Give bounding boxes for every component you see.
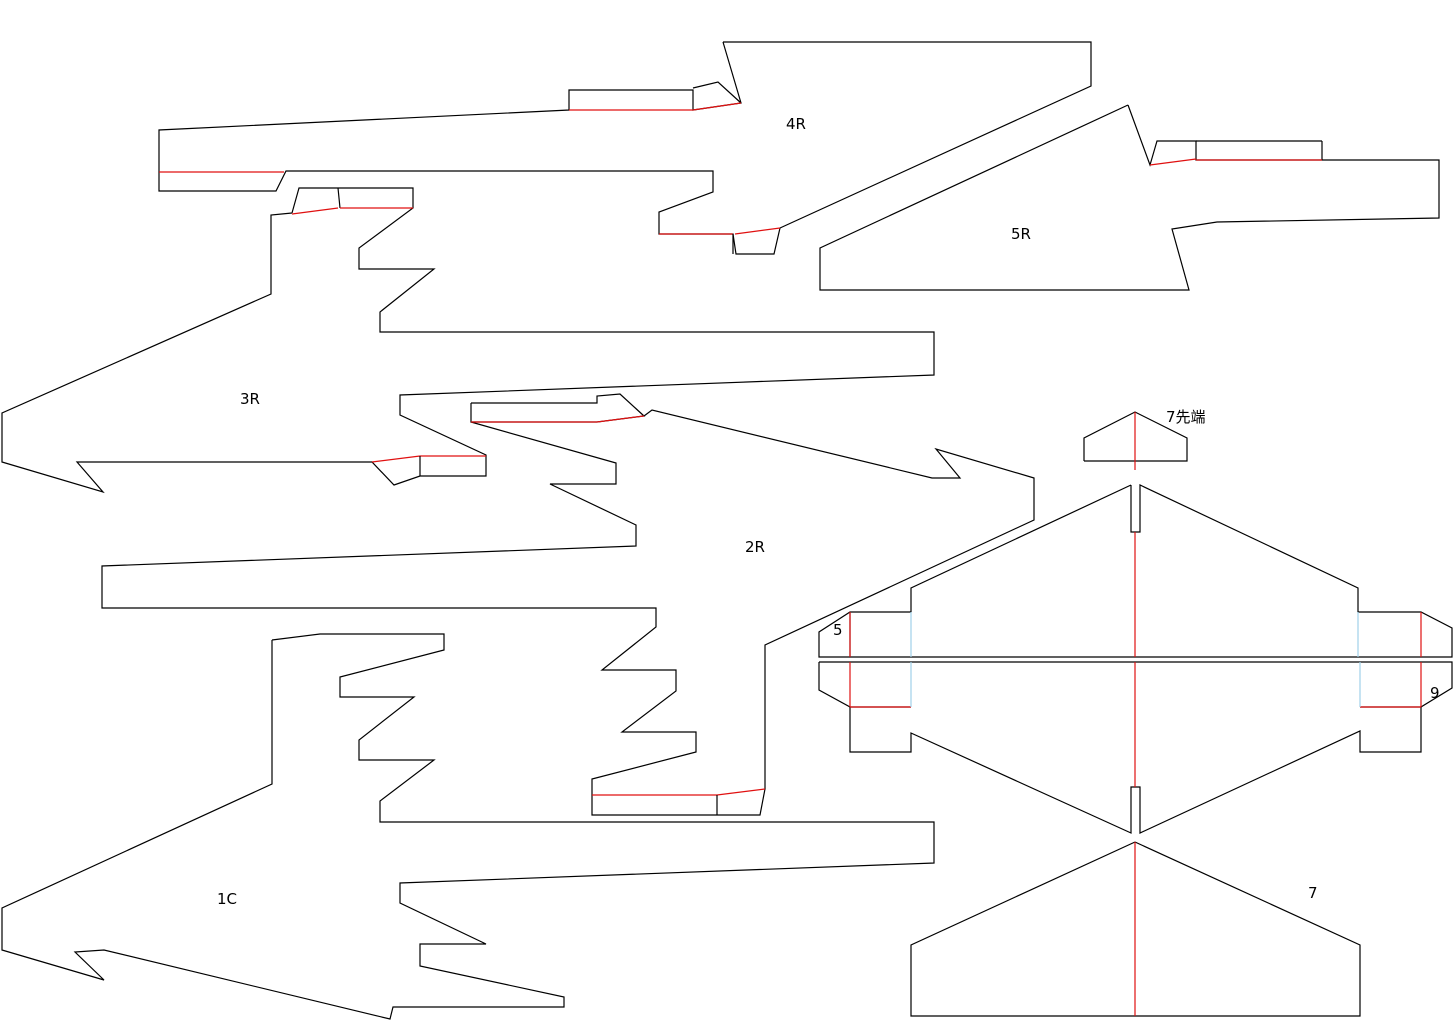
part-4r-label: 4R — [786, 115, 806, 133]
part-7-tip: 7先端 — [1083, 408, 1206, 470]
part-7-tip-outline — [1083, 411, 1188, 462]
part-2r-label: 2R — [745, 538, 765, 556]
part-3r-label: 3R — [240, 390, 260, 408]
part-4r-fold — [734, 227, 781, 235]
part-7-tip-label: 7先端 — [1166, 408, 1206, 426]
part-3r: 3R — [1, 187, 935, 494]
part-5r-label: 5R — [1011, 225, 1031, 243]
part-5r: 5R — [819, 104, 1440, 291]
part-7: 7 — [910, 841, 1361, 1017]
part-2r-outline — [470, 393, 646, 423]
part-4r-outline — [158, 41, 1092, 255]
part-5-label: 5 — [833, 621, 843, 639]
upper-wing-outline — [818, 484, 1453, 658]
part-1c: 1C — [1, 633, 935, 1020]
part-2r-fold — [596, 415, 645, 423]
lower-wing-outline — [818, 661, 1453, 834]
part-1c-outline — [1, 633, 935, 1020]
part-3r-fold — [291, 207, 339, 215]
part-5r-outline — [819, 104, 1440, 291]
part-2r: 2R — [101, 393, 1035, 816]
part-9-label: 9 — [1430, 684, 1440, 702]
part-3r-edge — [337, 187, 341, 209]
part-5r-fold — [1149, 158, 1197, 166]
part-upper-wing: 5 — [818, 484, 1453, 658]
part-4r-tab — [692, 81, 742, 104]
part-4r: 4R — [158, 41, 1092, 255]
part-4r-fold — [692, 102, 742, 111]
part-2r-fold — [716, 788, 766, 796]
part-1c-label: 1C — [217, 890, 237, 908]
part-lower-wing: 9 — [818, 661, 1453, 834]
part-2r-outline — [101, 409, 1035, 816]
part-3r-fold — [371, 455, 421, 463]
part-3r-outline — [1, 187, 935, 494]
part-7-label: 7 — [1308, 884, 1318, 902]
